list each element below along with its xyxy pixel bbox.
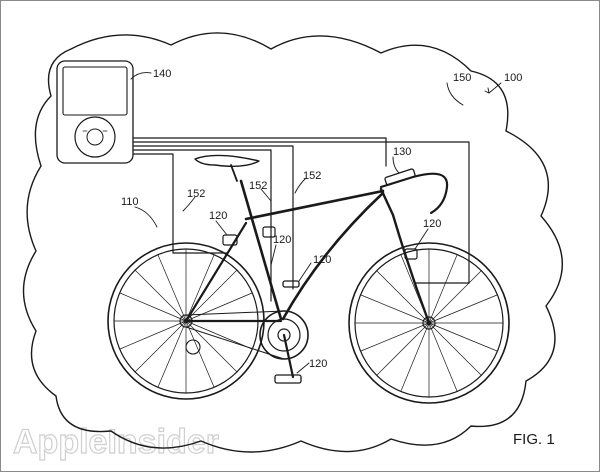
communication-links xyxy=(132,137,470,302)
ref-sensor-seat-tube: 120 xyxy=(273,234,291,246)
crankset xyxy=(185,280,309,384)
watermark: AppleInsider xyxy=(13,423,219,461)
ref-link-b: 152 xyxy=(249,180,267,192)
bike-frame xyxy=(184,164,431,325)
sensor-seat-tube-clamp xyxy=(262,226,276,238)
leader-lines xyxy=(130,72,502,374)
sensor-rear-stay-clamp xyxy=(222,234,238,246)
cloud-boundary xyxy=(22,32,564,453)
sensor-fork-clamp xyxy=(404,248,418,260)
media-player xyxy=(56,60,134,164)
front-wheel xyxy=(348,242,510,404)
ref-sensor-rear-stay: 120 xyxy=(209,210,227,222)
ref-sensor-pedal: 120 xyxy=(309,358,327,370)
ref-cloud-boundary: 150 xyxy=(453,72,471,84)
ref-handlebar-unit: 130 xyxy=(393,146,411,158)
ref-sensor-network: 110 xyxy=(121,196,139,208)
ref-sensor-front-fork: 120 xyxy=(423,218,441,230)
figure-label: FIG. 1 xyxy=(513,431,555,448)
rear-derailleur xyxy=(185,339,201,355)
saddle xyxy=(194,154,260,168)
ref-system: 100 xyxy=(504,72,522,84)
ref-sensor-down-tube: 120 xyxy=(313,254,331,266)
handlebar xyxy=(379,168,449,215)
ref-media-player: 140 xyxy=(153,68,171,80)
ref-link-a: 152 xyxy=(187,188,205,200)
ref-link-c: 152 xyxy=(303,170,321,182)
bicycle xyxy=(107,154,510,404)
